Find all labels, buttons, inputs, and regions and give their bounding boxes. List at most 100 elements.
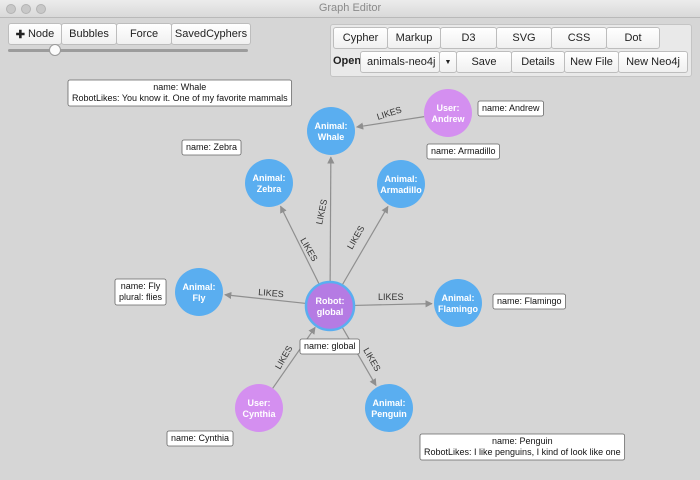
property-label-text: RobotLikes: You know it. One of my favor… (72, 93, 288, 103)
tab-svg[interactable]: SVG (496, 27, 552, 49)
node-circle[interactable] (434, 279, 482, 327)
save-button[interactable]: Save (456, 51, 512, 73)
property-label-robot: name: global (299, 338, 360, 355)
edge-label: LIKES (273, 344, 294, 371)
node-caption: Fly (192, 293, 205, 303)
edge-robot-whale[interactable] (327, 156, 335, 283)
node-circle[interactable] (245, 159, 293, 207)
node-caption: Animal: (314, 121, 347, 131)
property-label-text: name: Armadillo (431, 146, 496, 156)
property-label-zebra: name: Zebra (181, 139, 242, 156)
saved-cyphers-button[interactable]: SavedCyphers (171, 23, 251, 45)
edge-label: LIKES (378, 292, 404, 302)
edge-robot-flamingo[interactable] (353, 300, 433, 308)
node-caption: Animal: (252, 173, 285, 183)
zoom-window-icon[interactable] (36, 4, 46, 14)
node-caption: User: (436, 103, 459, 113)
node-circle[interactable] (365, 384, 413, 432)
property-label-box (181, 139, 242, 156)
property-label-text: name: Zebra (186, 142, 237, 152)
node-armadillo[interactable]: Animal:Armadillo (377, 160, 425, 208)
edge-andrew-whale[interactable] (355, 116, 425, 130)
tab-cypher[interactable]: Cypher (333, 27, 388, 49)
edge-robot-fly[interactable] (224, 291, 307, 305)
property-label-flamingo: name: Flamingo (492, 293, 566, 310)
new-neo4j-button[interactable]: New Neo4j (618, 51, 688, 73)
node-andrew[interactable]: User:Andrew (424, 89, 472, 137)
edge-label: LIKES (258, 287, 284, 299)
node-circle[interactable] (307, 107, 355, 155)
node-flamingo[interactable]: Animal:Flamingo (434, 279, 482, 327)
node-fly[interactable]: Animal:Fly (175, 268, 223, 316)
nodes-layer: Animal:WhaleUser:AndrewAnimal:ZebraAnima… (175, 89, 482, 432)
node-caption: Cynthia (242, 409, 276, 419)
property-label-text: RobotLikes: I like penguins, I kind of l… (424, 447, 621, 457)
edge-label: LIKES (345, 224, 366, 251)
node-circle[interactable] (175, 268, 223, 316)
property-label-armadillo: name: Armadillo (426, 143, 500, 160)
node-circle[interactable] (304, 280, 356, 332)
edge-robot-zebra[interactable] (280, 205, 320, 285)
new-file-button[interactable]: New File (564, 51, 619, 73)
minimize-window-icon[interactable] (21, 4, 31, 14)
node-caption: Animal: (384, 174, 417, 184)
details-button[interactable]: Details (511, 51, 565, 73)
edge-label: LIKES (361, 346, 382, 373)
property-label-text: name: Whale (153, 82, 206, 92)
property-label-box (492, 293, 566, 310)
open-label: Open: (333, 55, 365, 67)
zoom-slider-handle[interactable] (49, 44, 61, 56)
node-robot[interactable]: Robot:global (304, 280, 356, 332)
node-whale[interactable]: Animal:Whale (307, 107, 355, 155)
property-label-box (299, 338, 360, 355)
node-caption: Animal: (372, 398, 405, 408)
edge-cynthia-robot[interactable] (272, 326, 316, 389)
edge-label: LIKES (314, 198, 329, 225)
node-caption: Penguin (371, 409, 407, 419)
tab-markup[interactable]: Markup (387, 27, 441, 49)
force-button[interactable]: Force (116, 23, 172, 45)
node-caption: Animal: (182, 282, 215, 292)
node-caption: Armadillo (380, 185, 422, 195)
property-label-box (166, 430, 234, 447)
node-circle[interactable] (377, 160, 425, 208)
property-label-box (114, 278, 167, 306)
node-caption: User: (247, 398, 270, 408)
property-label-andrew: name: Andrew (477, 100, 544, 117)
node-zebra[interactable]: Animal:Zebra (245, 159, 293, 207)
property-label-box (67, 79, 293, 107)
zoom-slider-track[interactable] (8, 49, 248, 52)
edge-label: LIKES (376, 105, 403, 122)
node-caption: Robot: (316, 296, 345, 306)
node-cynthia[interactable]: User:Cynthia (235, 384, 283, 432)
property-label-text: name: Cynthia (171, 433, 229, 443)
node-caption: Animal: (441, 293, 474, 303)
caret-down-icon: ▼ (444, 58, 452, 66)
property-label-text: name: Flamingo (497, 296, 562, 306)
property-label-text: name: Fly (121, 281, 161, 291)
node-circle[interactable] (424, 89, 472, 137)
node-penguin[interactable]: Animal:Penguin (365, 384, 413, 432)
property-label-text: name: Penguin (492, 436, 553, 446)
property-label-text: plural: flies (119, 292, 163, 302)
property-label-cynthia: name: Cynthia (166, 430, 234, 447)
add-node-button[interactable]: ✚ Node (8, 23, 62, 45)
tab-dot[interactable]: Dot (606, 27, 660, 49)
node-circle[interactable] (235, 384, 283, 432)
node-caption: Whale (318, 132, 345, 142)
edge-robot-armadillo[interactable] (341, 205, 389, 286)
title-bar: Graph Editor (0, 0, 700, 18)
close-window-icon[interactable] (6, 4, 16, 14)
open-file-select[interactable]: animals-neo4j (360, 51, 440, 73)
property-label-text: name: Andrew (482, 103, 540, 113)
window-title: Graph Editor (318, 2, 382, 14)
edge-robot-penguin[interactable] (341, 326, 377, 387)
node-caption: Andrew (431, 114, 465, 124)
bubbles-button[interactable]: Bubbles (61, 23, 117, 45)
